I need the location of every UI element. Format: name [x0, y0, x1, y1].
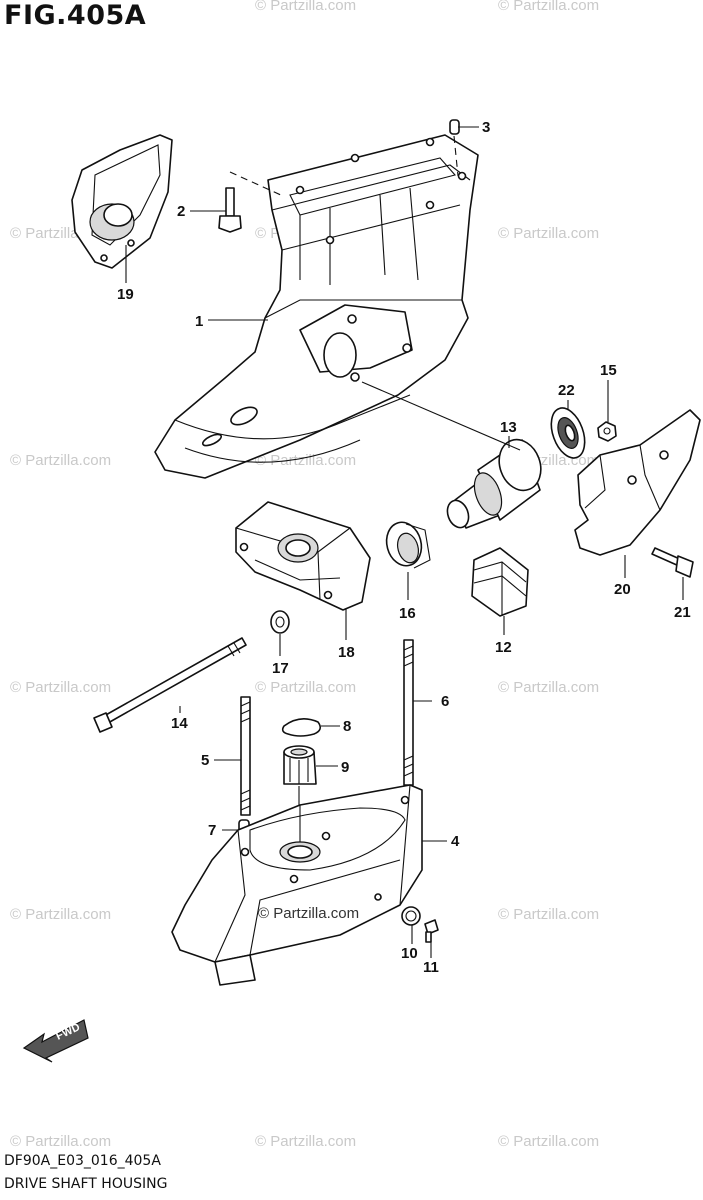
callout-9: 9	[341, 759, 349, 776]
part-21-bolt[interactable]	[651, 547, 694, 578]
part-16-bushing[interactable]	[382, 518, 431, 569]
callout-20: 20	[614, 581, 631, 598]
part-20-bracket[interactable]	[574, 409, 701, 556]
assembly-line-2	[229, 171, 284, 197]
callout-15: 15	[600, 362, 617, 379]
watermark: © Partzilla.com	[255, 452, 356, 469]
center-copyright: © Partzilla.com	[258, 905, 359, 922]
callout-16: 16	[399, 605, 416, 622]
watermark: © Partzilla.com	[498, 225, 599, 242]
watermark: © Partzilla.com	[498, 0, 599, 14]
watermark: © Partzilla.com	[10, 679, 111, 696]
callout-18: 18	[338, 644, 355, 661]
callout-12: 12	[495, 639, 512, 656]
callout-11: 11	[423, 959, 439, 976]
callout-1: 1	[195, 313, 203, 330]
part-19-cover[interactable]	[71, 134, 173, 269]
watermark: © Partzilla.com	[255, 679, 356, 696]
part-8-circlip[interactable]	[281, 718, 322, 737]
part-1-drive-shaft-housing[interactable]	[154, 134, 479, 479]
watermark: © Partzilla.com	[498, 679, 599, 696]
part-18-mount[interactable]	[235, 501, 371, 611]
part-10-cap[interactable]	[401, 906, 421, 926]
part-6-stud[interactable]	[403, 639, 414, 786]
callout-17: 17	[272, 660, 289, 677]
callout-5: 5	[201, 752, 209, 769]
part-17-washer[interactable]	[270, 610, 290, 634]
callout-10: 10	[401, 945, 418, 962]
callout-19: 19	[117, 286, 134, 303]
watermark: © Partzilla.com	[10, 452, 111, 469]
part-22-grommet[interactable]	[545, 403, 591, 462]
part-12-rubber-pad[interactable]	[471, 547, 529, 617]
callout-21: 21	[674, 604, 691, 621]
callout-numbers: 3 2 1 19 22 15 13 20 21 18 16 12 17 14 6…	[117, 119, 691, 976]
callout-2: 2	[177, 203, 185, 220]
part-5-stud[interactable]	[240, 696, 251, 816]
part-14-long-bolt[interactable]	[93, 637, 247, 733]
callout-13: 13	[500, 419, 517, 436]
part-15-nut[interactable]	[597, 421, 617, 442]
watermark: © Partzilla.com	[498, 906, 599, 923]
figure-code: DF90A_E03_016_405A	[4, 1153, 161, 1169]
callout-6: 6	[441, 693, 449, 710]
watermark: © Partzilla.com	[10, 1133, 111, 1150]
callout-3: 3	[482, 119, 490, 136]
part-13-bushing[interactable]	[444, 434, 548, 531]
watermark: © Partzilla.com	[498, 1133, 599, 1150]
callout-8: 8	[343, 718, 351, 735]
figure-title: FIG.405A	[4, 0, 147, 31]
callout-4: 4	[451, 833, 460, 850]
part-2-bolt[interactable]	[218, 187, 242, 233]
part-4-gear-case[interactable]	[171, 784, 423, 986]
callout-14: 14	[171, 715, 188, 732]
callout-7: 7	[208, 822, 216, 839]
watermark: © Partzilla.com	[255, 1133, 356, 1150]
callout-22: 22	[558, 382, 575, 399]
part-3-pin[interactable]	[449, 119, 460, 135]
assembly-line-3	[453, 135, 459, 177]
part-11-screw[interactable]	[424, 919, 439, 943]
callout-leaders	[125, 126, 684, 958]
figure-caption: DRIVE SHAFT HOUSING	[4, 1176, 168, 1192]
assembly-line-13	[361, 381, 521, 451]
part-9-bushing[interactable]	[283, 745, 317, 785]
fwd-arrow-icon: FWD	[22, 1019, 89, 1063]
watermark: © Partzilla.com	[10, 906, 111, 923]
watermark: © Partzilla.com	[255, 0, 356, 14]
